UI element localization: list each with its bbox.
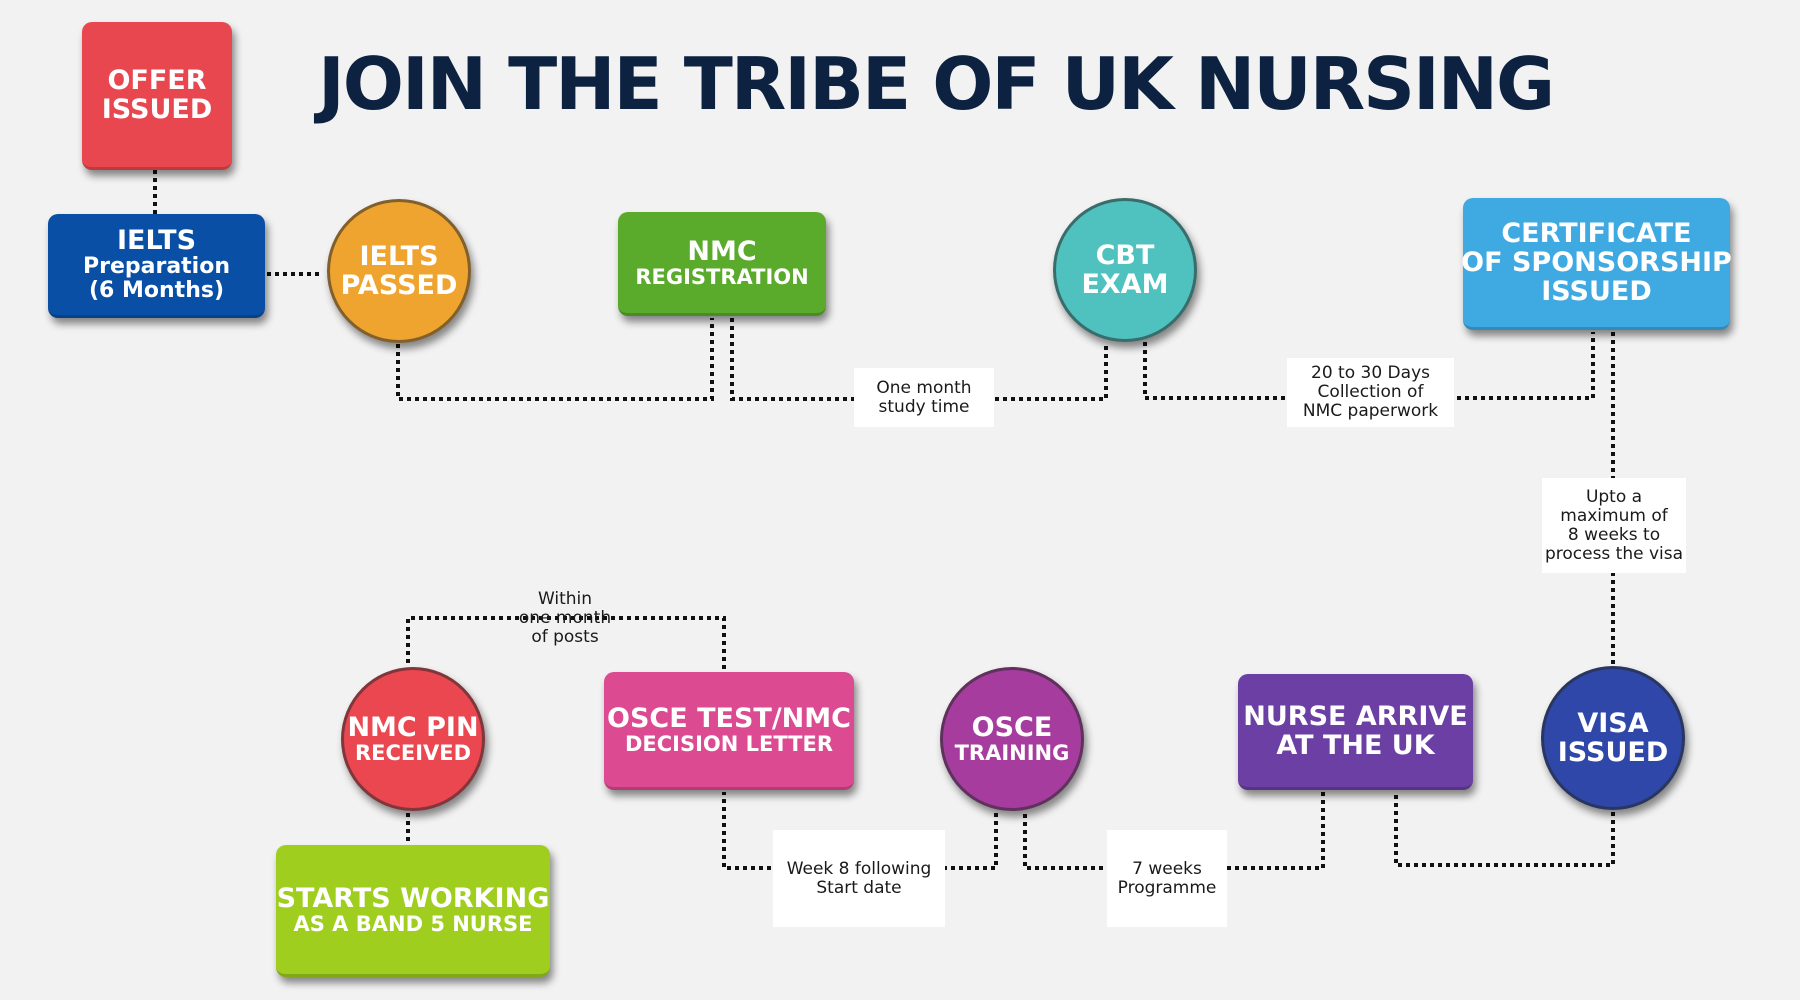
ielts-passed-line-2: PASSED [340,270,458,301]
osce-training-line-2: TRAINING [954,741,1070,765]
nmc-pin-line-2: RECEIVED [354,741,472,765]
week8-note-line-1: Week 8 following [786,858,932,879]
within-note-line-3: of posts [531,626,599,647]
visa-processing-note: Upto a maximum of 8 weeks to process the… [1542,478,1686,573]
one-month-study-note: One month study time [854,368,994,427]
osce-test-line-1: OSCE TEST/NMC [607,702,851,734]
nurse-arrive-line-1: NURSE ARRIVE [1243,700,1468,732]
within-note-line-2: one month [518,607,612,628]
nmc-registration-line-2: REGISTRATION [635,264,809,289]
connector-osce-training-to-osce-test [722,792,998,870]
offer-issued-line-1: OFFER [107,64,207,96]
certificate-of-sponsorship-step: CERTIFICATE OF SPONSORSHIP ISSUED [1461,198,1732,330]
osce-test-line-2: DECISION LETTER [624,731,834,756]
starts-working-line-2: AS A BAND 5 NURSE [293,911,533,936]
collection-note-line-1: 20 to 30 Days [1311,363,1430,383]
seven-weeks-note: 7 weeks Programme [1107,830,1227,927]
visa-issued-step: VISA ISSUED [1541,666,1685,810]
nurse-arrive-step: NURSE ARRIVE AT THE UK [1238,674,1473,790]
one-month-note-line-2: study time [878,396,970,417]
connector-visa-to-nurse-arrive [1394,792,1615,867]
nmc-pin-line-1: NMC PIN [347,712,479,743]
visa-issued-line-2: ISSUED [1557,737,1669,768]
collection-note-line-2: Collection of [1317,382,1424,402]
visa-note-line-3: 8 weeks to [1567,524,1661,545]
ielts-preparation-line-1: IELTS [116,225,197,256]
connector-osce-test-to-nmc-pin [406,616,726,669]
one-month-note-line-1: One month [876,377,972,398]
nmc-registration-line-1: NMC [687,235,757,267]
visa-issued-line-1: VISA [1577,708,1649,739]
visa-note-line-4: process the visa [1544,543,1684,564]
ielts-passed-line-1: IELTS [359,241,439,272]
offer-issued-step: OFFER ISSUED [82,22,232,170]
visa-note-line-1: Upto a [1585,486,1643,507]
cbt-exam-line-2: EXAM [1081,269,1169,300]
nmc-pin-step: NMC PIN RECEIVED [341,667,485,811]
collection-note-line-3: NMC paperwork [1302,401,1439,421]
nurse-arrive-line-2: AT THE UK [1276,729,1435,761]
within-one-month-note: Within one month of posts [505,587,625,649]
osce-training-step: OSCE TRAINING [940,667,1084,811]
certificate-line-1: CERTIFICATE [1501,218,1692,249]
ielts-passed-step: IELTS PASSED [327,199,471,343]
within-note-line-1: Within [537,588,593,609]
cbt-exam-step: CBT EXAM [1053,198,1197,342]
connector-passed-to-nmc-reg [396,318,714,401]
nmc-registration-step: NMC REGISTRATION [618,212,826,316]
week8-note-line-2: Start date [816,877,902,898]
collection-paperwork-note: 20 to 30 Days Collection of NMC paperwor… [1287,358,1454,427]
ielts-preparation-line-3: (6 Months) [88,278,225,303]
seven-weeks-note-line-2: Programme [1117,877,1217,898]
cbt-exam-line-1: CBT [1095,240,1155,271]
seven-weeks-note-line-1: 7 weeks [1132,858,1202,879]
starts-working-step: STARTS WORKING AS A BAND 5 NURSE [276,845,550,977]
osce-test-step: OSCE TEST/NMC DECISION LETTER [604,672,854,790]
certificate-line-2: OF SPONSORSHIP [1461,247,1732,278]
ielts-preparation-step: IELTS Preparation (6 Months) [48,214,265,318]
osce-training-line-1: OSCE [971,712,1053,743]
page-title: JOIN THE TRIBE OF UK NURSING [318,42,1555,126]
offer-issued-line-2: ISSUED [101,93,213,125]
week-8-note: Week 8 following Start date [773,830,945,927]
ielts-preparation-line-2: Preparation [82,254,231,279]
certificate-line-3: ISSUED [1541,276,1652,307]
starts-working-line-1: STARTS WORKING [276,882,550,914]
visa-note-line-2: maximum of [1560,505,1668,526]
